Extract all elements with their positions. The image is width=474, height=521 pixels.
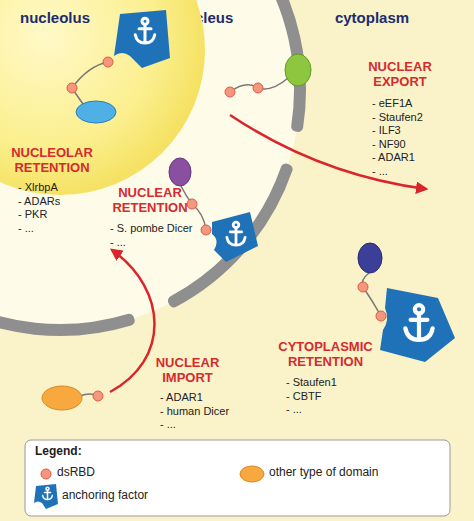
protein-linker [362,273,381,316]
legend-text: other type of domain [269,466,378,480]
other-domain [358,243,382,273]
dsrbd-bead [225,87,235,97]
legend-title: Legend: [35,445,82,459]
protein-name: - ... [286,403,302,416]
protein-linker [230,78,288,92]
other-domain [285,54,311,86]
protein-name: - ADAR1 [160,391,203,404]
dsrbd-bead [253,83,263,93]
legend-sample [240,466,264,482]
dsrbd-bead [358,282,368,292]
protein-name: - Staufen2 [372,111,423,124]
protein-name: - ILF3 [372,124,401,137]
other-domain [76,101,116,123]
category-heading: CYTOPLASMIC RETENTION [258,340,393,370]
protein-name: - PKR [18,208,47,221]
protein-name: - XlrbpA [18,181,58,194]
anchor-symbol [43,487,53,499]
protein-name: - ... [18,222,34,235]
protein-name: - ADARs [18,195,60,208]
legend-sample [41,469,51,479]
region-fill [0,0,300,330]
compartment-name: nucleolus [20,9,90,26]
category-heading: NUCLEAR RETENTION [100,186,200,216]
protein-name: - NF90 [372,138,406,151]
dsrbd-bead [103,57,113,67]
protein-name: - S. pombe Dicer [110,222,193,235]
legend-text: dsRBD [57,466,95,480]
legend-swatch [41,469,51,479]
dsrbd-bead [93,391,103,401]
legend-sample [34,484,58,509]
dsrbd-bead [67,83,77,93]
legend-box [25,440,450,516]
category-heading: NUCLEAR EXPORT [350,60,450,90]
protein-name: - ADAR1 [372,151,415,164]
legend-swatch [34,484,58,509]
protein-name: - Staufen1 [286,376,337,389]
protein-name: - ... [160,418,176,431]
envelope-segment [0,294,135,336]
envelope-segment [168,164,293,308]
anchor-symbol [405,305,432,340]
legend-text: anchoring factor [62,489,148,503]
category-heading: NUCLEAR IMPORT [140,356,235,386]
region-fill [0,0,205,195]
other-domain [169,158,191,186]
protein-name: - human Dicer [160,405,229,418]
compartment-name: cytoplasm [335,9,409,26]
dsrbd-bead [201,225,211,235]
legend-swatch [240,466,264,482]
protein-name: - eEF1A [372,97,412,110]
export-arrow [230,115,426,189]
dsrbd-bead [376,311,386,321]
protein-name: - ... [110,236,126,249]
anchor-symbol [135,18,155,43]
legend-swatches [34,466,264,509]
anchoring-factor [114,10,170,68]
dsrbd-bead [187,199,197,209]
anchoring-factor [380,288,455,362]
protein-name: - CBTF [286,390,321,403]
other-domain [42,386,82,410]
nuclear-envelope [0,0,306,336]
import-arrow [110,250,155,392]
anchoring-factor [212,212,258,262]
protein-name: - ... [372,165,388,178]
category-heading: NUCLEOLAR RETENTION [2,146,102,176]
anchor-symbol [227,222,245,245]
